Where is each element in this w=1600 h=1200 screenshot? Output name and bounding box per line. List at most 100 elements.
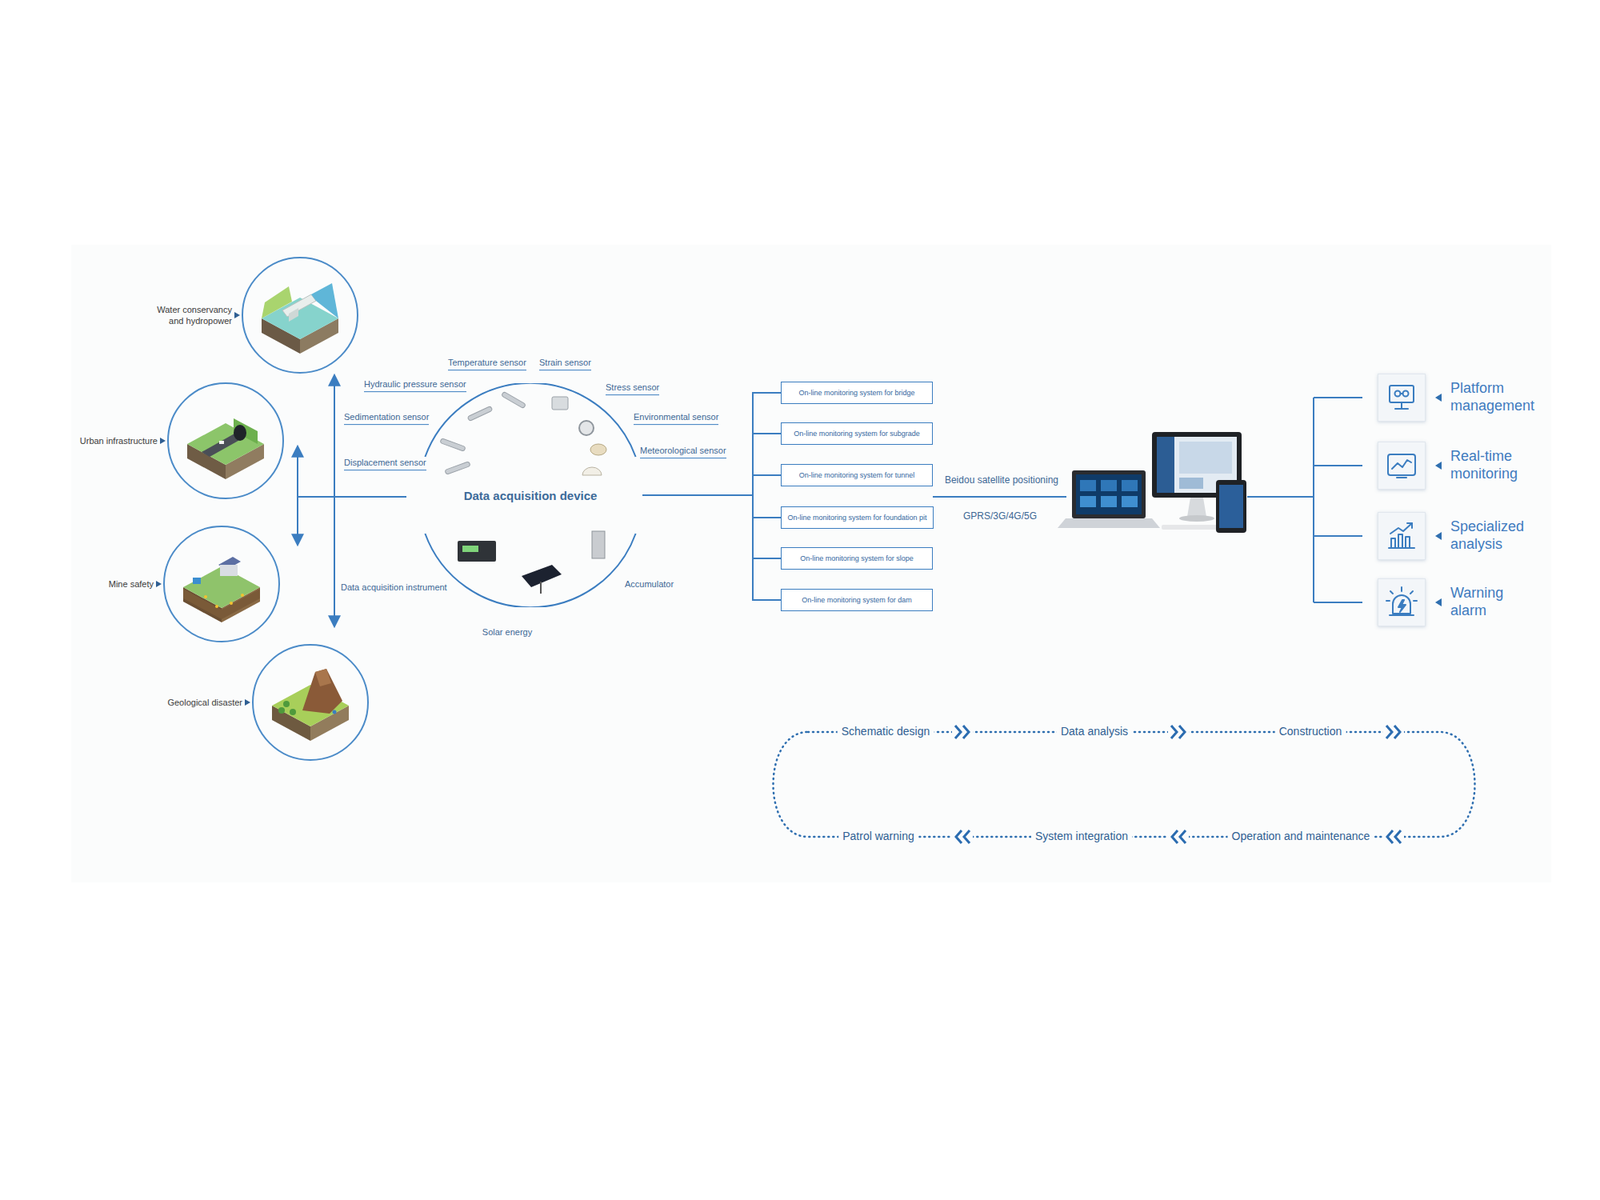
- instrument-display: [462, 545, 479, 552]
- sensor-rod: [440, 438, 466, 452]
- process-cycle: [773, 724, 1476, 845]
- pointer-triangle: [1435, 598, 1442, 607]
- function-label: Warning alarm: [1450, 584, 1540, 620]
- tree: [289, 708, 296, 716]
- chevron-patch: [1168, 724, 1189, 740]
- scenario-circle: Urban infrastructure: [167, 382, 284, 500]
- branch-line: [1313, 396, 1363, 399]
- pointer-triangle: [1435, 461, 1442, 470]
- function-label: Real-time monitoring: [1450, 448, 1540, 483]
- strain-sensor: [552, 396, 568, 410]
- icon-stroke: [1403, 391, 1409, 397]
- icon-stroke: [1390, 523, 1412, 534]
- system-name: On-line monitoring system for bridge: [798, 388, 915, 397]
- scenario-circle: Water conservancy and hydropower: [241, 256, 359, 374]
- link-label: Beidou satellite positioning: [944, 474, 1059, 487]
- double-chevron: [955, 725, 969, 739]
- monitor-base: [1179, 515, 1215, 522]
- bracket-line: [1312, 397, 1315, 603]
- link-line: [932, 496, 1067, 498]
- double-chevron: [1172, 830, 1186, 844]
- device-title: Data acquisition device: [464, 488, 598, 503]
- environmental-sensor: [590, 444, 607, 456]
- process-step: Schematic design: [837, 724, 935, 740]
- process-step: System integration: [1031, 829, 1132, 844]
- part-label: Temperature sensor: [448, 357, 527, 371]
- scenario-illustration: [261, 283, 339, 354]
- device-arc: [424, 383, 636, 457]
- icon-stroke: [1405, 536, 1410, 548]
- tunnel-hill: [233, 418, 258, 444]
- part-label: Hydraulic pressure sensor: [364, 379, 467, 392]
- function-icon: Real-time monitoring: [1377, 441, 1426, 490]
- meteorological-sensor: [582, 467, 602, 476]
- system-name: On-line monitoring system for tunnel: [799, 471, 916, 480]
- pointer-triangle: [1435, 393, 1442, 402]
- pointer-triangle: [160, 437, 166, 444]
- screen-tile: [1121, 496, 1138, 508]
- link-line: [1247, 496, 1314, 498]
- screen-tile: [1080, 480, 1096, 492]
- connector: [642, 475, 781, 496]
- device-arc: [424, 533, 636, 608]
- sensor-rod: [444, 461, 471, 476]
- pointer-triangle: [244, 699, 251, 706]
- system-box: On-line monitoring system for bridge: [780, 381, 933, 404]
- sensor-rod: [501, 391, 527, 408]
- double-chevron: [956, 830, 970, 844]
- scenario-label: Mine safety: [108, 578, 154, 590]
- vehicle: [219, 440, 224, 444]
- part-label: Solar energy: [482, 627, 532, 639]
- process-step: Operation and maintenance: [1228, 829, 1375, 844]
- screen-tile: [1100, 496, 1117, 508]
- pointer-triangle: [1435, 532, 1442, 540]
- sensor-illustration: [440, 391, 607, 594]
- ore-dot: [215, 604, 219, 608]
- tree: [278, 707, 285, 714]
- icon-stroke: [1396, 476, 1407, 479]
- system-box: On-line monitoring system for dam: [780, 588, 933, 612]
- system-box: On-line monitoring system for subgrade: [780, 422, 933, 445]
- tree: [283, 700, 290, 708]
- icon-stroke: [1400, 392, 1404, 395]
- function-label: Platform management: [1450, 380, 1540, 415]
- bracket-line: [297, 496, 407, 498]
- system-box: On-line monitoring system for foundation…: [780, 506, 934, 529]
- icon-stroke: [1388, 454, 1416, 476]
- icon-stroke: [1395, 391, 1401, 397]
- laptop-frame: [1072, 470, 1146, 519]
- chevron-patch: [952, 828, 973, 845]
- ore-dot: [240, 593, 244, 597]
- ore-dot: [229, 601, 233, 605]
- double-chevron: [1171, 725, 1185, 739]
- chevron-patch: [1383, 828, 1404, 845]
- screen-tile: [1121, 480, 1138, 492]
- branch-line: [1313, 464, 1363, 467]
- underground: [183, 588, 260, 620]
- icon-stroke: [1398, 534, 1403, 548]
- icon-stroke: [1389, 385, 1414, 403]
- pointer-triangle: [234, 312, 240, 319]
- keyboard: [1161, 524, 1220, 530]
- icon-stroke: [1400, 402, 1403, 408]
- system-name: On-line monitoring system for foundation…: [787, 513, 927, 522]
- icon-stroke: [1395, 408, 1408, 410]
- part-label: Environmental sensor: [633, 412, 719, 425]
- system-name: On-line monitoring system for subgrade: [793, 429, 920, 438]
- icon-stroke: [1413, 600, 1417, 602]
- icon-stroke: [1390, 591, 1393, 594]
- mountain: [302, 668, 343, 714]
- icon-stroke: [1398, 600, 1406, 612]
- laptop-screen: [1076, 474, 1142, 515]
- bracket-line: [296, 447, 299, 544]
- ore-dot: [204, 595, 208, 599]
- pointer-triangle: [234, 312, 240, 319]
- bracket-line: [333, 376, 336, 626]
- part-label: Strain sensor: [539, 357, 592, 371]
- panel-ground: [71, 244, 1552, 883]
- connector: [642, 495, 781, 559]
- system-box: On-line monitoring system for tunnel: [780, 464, 933, 487]
- part-label: Accumulator: [624, 579, 674, 591]
- icon-stroke: [1392, 595, 1411, 614]
